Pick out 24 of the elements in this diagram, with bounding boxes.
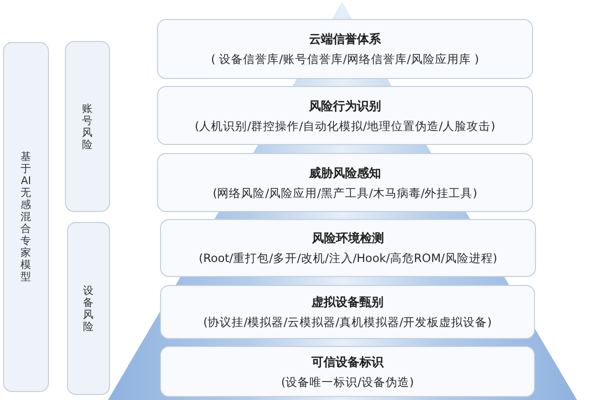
tier-description: (网络风险/风险应用/黑产工具/木马病毒/外挂工具): [212, 186, 478, 200]
tier-card: [160, 285, 535, 339]
tier-card: [160, 219, 536, 277]
category-panel: [67, 222, 110, 395]
tier-title: 云端信誉体系: [309, 32, 381, 47]
tier-title: 虚拟设备甄别: [312, 295, 384, 310]
category-label: 账号风险: [82, 102, 94, 150]
tier-title: 可信设备标识: [312, 354, 384, 370]
tier-title: 威胁风险感知: [309, 166, 381, 180]
tier-description: (人机识别/群控操作/自动化模拟/地理位置伪造/人脸攻击): [194, 118, 496, 132]
tier-description: ( 设备信誉库/账号信誉库/网络信誉库/风险应用库 ): [211, 52, 479, 66]
category-panel: [3, 42, 49, 392]
tier-description: (设备唯一标识/设备伪造): [281, 374, 414, 388]
tier-title: 风险环境检测: [312, 231, 384, 246]
tier-description: (协议挂/模拟器/云模拟器/真机模拟器/开发板虚拟设备): [203, 315, 492, 329]
category-label: 设备风险: [82, 284, 94, 332]
tier-card: [157, 153, 533, 212]
tier-description: (Root/重打包/多开/改机/注入/Hook/高危ROM/风险进程): [198, 251, 498, 265]
tier-title: 风险行为识别: [309, 98, 381, 114]
category-panel: [65, 41, 110, 212]
tier-card: [160, 346, 535, 397]
tier-card: [157, 86, 533, 145]
category-label: 基于AI无感混合专家模型: [20, 151, 32, 283]
tier-card: [157, 19, 533, 79]
